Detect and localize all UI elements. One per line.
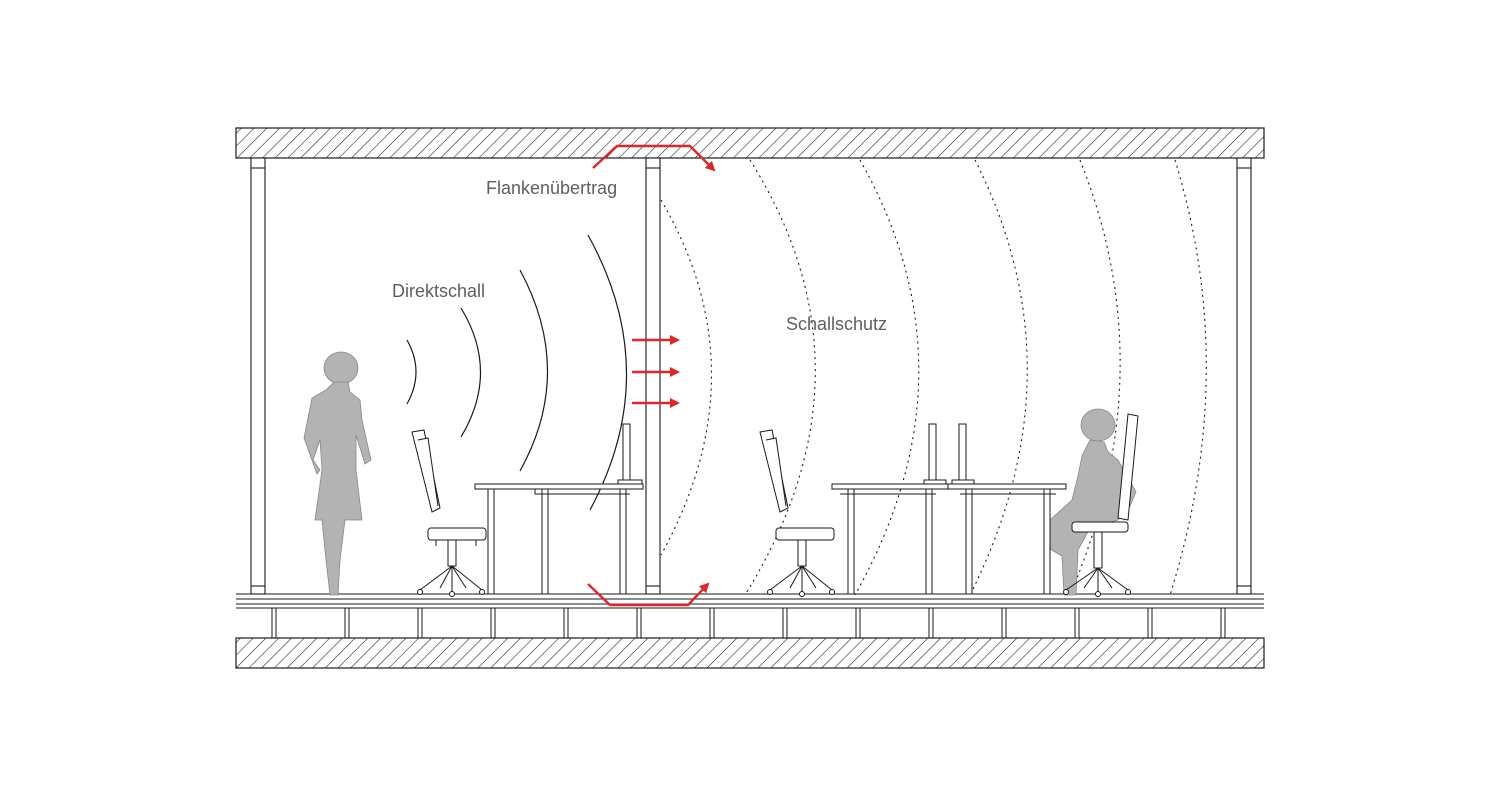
raised-floor-supports — [271, 608, 1226, 638]
transmitted-wave-3 — [854, 159, 920, 596]
transmitted-wave-6 — [1169, 159, 1207, 596]
flanking-arrows — [587, 144, 716, 607]
floor-slab — [235, 637, 1265, 669]
direct-wave-1 — [406, 339, 417, 405]
flanking-arrow-floor — [587, 582, 710, 607]
office-chair-right-room — [759, 429, 835, 597]
seated-person-figure — [1047, 408, 1137, 596]
partition-wall — [645, 157, 661, 595]
transmitted-wave-2 — [744, 159, 816, 596]
office-chair-left-room — [411, 429, 487, 597]
desk-left-room — [474, 483, 644, 595]
office-chair-seated-person — [1063, 413, 1139, 597]
direct-wave-3 — [519, 269, 548, 472]
transmitted-wave-1 — [660, 199, 713, 556]
left-outer-wall — [250, 157, 266, 595]
right-outer-wall — [1236, 157, 1252, 595]
direct-sound-waves — [406, 234, 628, 511]
desks-right-room — [831, 483, 1067, 595]
transmitted-wave-4 — [969, 159, 1028, 596]
direct-sound-label: Direktschall — [392, 281, 486, 301]
direct-wave-2 — [460, 307, 482, 438]
ceiling-slab — [235, 127, 1265, 159]
flanking-arrow-ceiling — [592, 144, 716, 172]
raised-floor — [236, 593, 1264, 638]
wall-transmission-arrows — [632, 335, 680, 408]
sound-protection-label: Schallschutz — [786, 314, 888, 334]
direct-wave-4 — [587, 234, 628, 511]
monitor-left-room — [617, 423, 643, 485]
flanking-transmission-label: Flankenübertrag — [486, 178, 618, 198]
transmitted-wave-5 — [1069, 159, 1121, 596]
transmitted-sound-waves — [660, 159, 1207, 596]
monitors-right-room — [923, 423, 975, 485]
standing-person-figure — [303, 351, 372, 596]
